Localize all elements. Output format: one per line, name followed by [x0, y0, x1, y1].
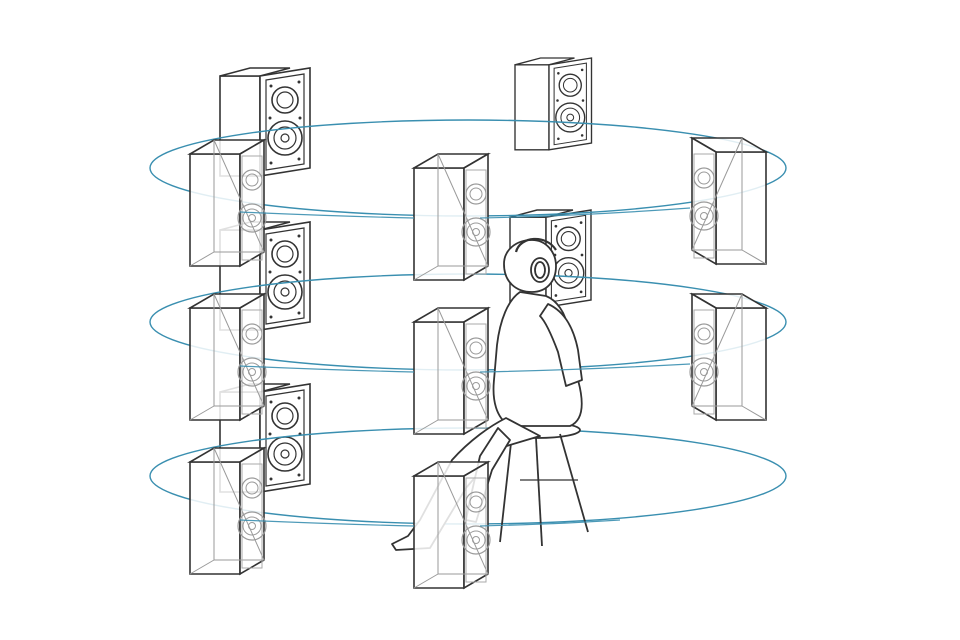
speaker-top-front-center: [413, 153, 491, 281]
speaker-mid-right: [689, 293, 767, 421]
headphones-icon: [514, 237, 557, 283]
speaker-low-front-center: [413, 461, 491, 589]
speaker-top-back-center: [514, 57, 593, 151]
speaker-mid-front-center: [413, 307, 491, 435]
speaker-mid-front-left: [189, 293, 267, 421]
speaker-top-front-left: [189, 139, 267, 267]
speaker-low-front-left: [189, 447, 267, 575]
ring-front-arcs: [239, 207, 691, 527]
speaker-top-right: [689, 137, 767, 265]
